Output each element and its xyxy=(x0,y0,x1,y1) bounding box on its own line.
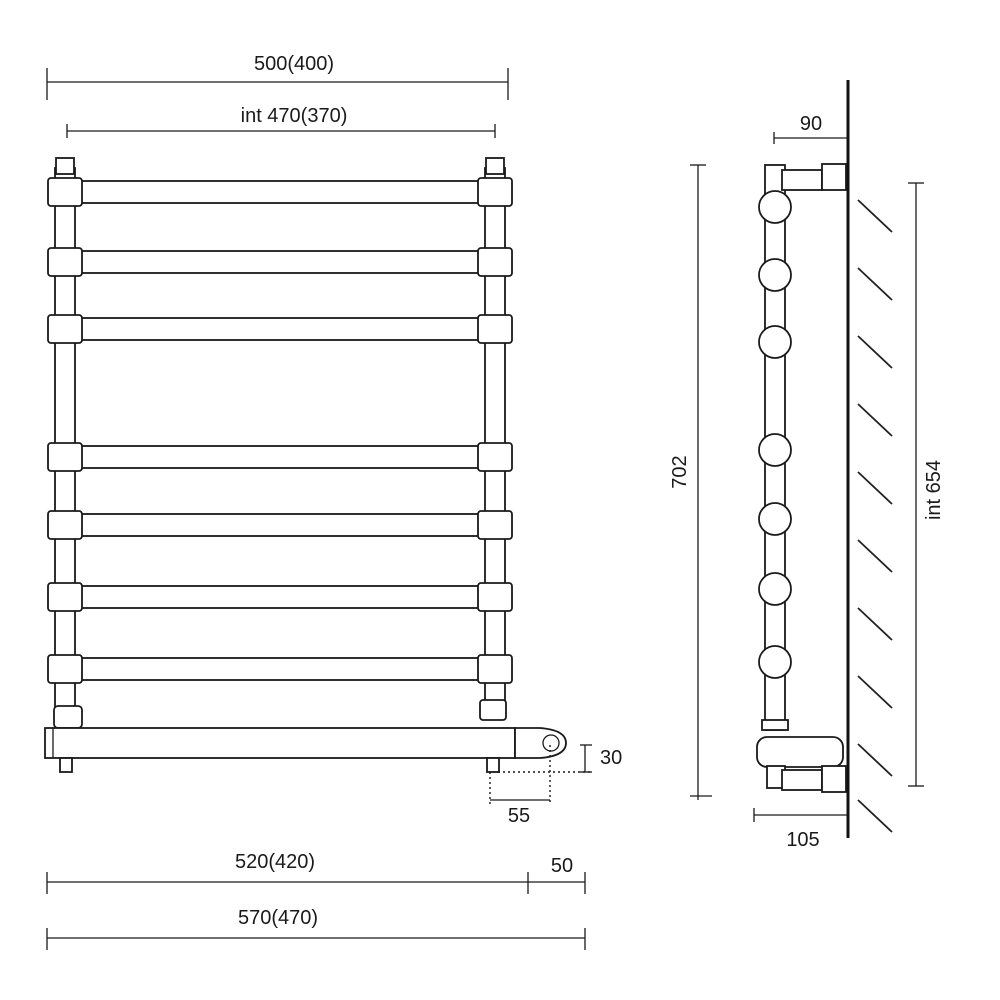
base-width-label: 520(420) xyxy=(235,851,315,873)
right-cap xyxy=(485,157,505,175)
wall-hatching xyxy=(857,199,893,833)
bottom-bracket xyxy=(781,769,823,791)
radiator-side xyxy=(756,163,847,793)
top-bracket-mount xyxy=(821,163,847,191)
left-bottom-connector xyxy=(53,705,83,729)
bottom-ring xyxy=(761,719,789,731)
bars xyxy=(47,177,513,684)
front-view: 500(400) int 470(370) xyxy=(44,53,622,950)
left-foot xyxy=(59,757,73,773)
bottom-bracket-mount xyxy=(821,765,847,793)
right-foot xyxy=(486,757,500,773)
dimension-bottom-depth: 105 xyxy=(753,808,848,851)
bar-5 xyxy=(47,510,513,540)
left-cap xyxy=(55,157,75,175)
side-base-tube xyxy=(756,736,844,768)
dimension-internal-width: int 470(370) xyxy=(66,105,496,138)
height-label: 702 xyxy=(669,455,691,488)
wall-offset-label: 90 xyxy=(800,113,822,135)
valve-extension-label: 50 xyxy=(551,855,573,877)
bar-3 xyxy=(47,314,513,344)
internal-width-label: int 470(370) xyxy=(241,105,348,127)
bar-1 xyxy=(47,177,513,207)
valve-body xyxy=(514,727,567,759)
bar-2 xyxy=(47,247,513,277)
bar-7 xyxy=(47,654,513,684)
bottom-depth-label: 105 xyxy=(786,829,819,851)
dimension-height: 702 xyxy=(669,164,712,800)
dimension-internal-height: int 654 xyxy=(908,182,945,787)
side-view: 90 702 int 654 xyxy=(669,80,945,851)
right-bottom-connector xyxy=(479,699,507,721)
dimension-base-width: 520(420) 50 xyxy=(46,851,586,894)
base-tube xyxy=(44,727,567,773)
dimension-wall-offset: 90 xyxy=(773,113,848,144)
bar-6 xyxy=(47,582,513,612)
dimension-overall-width: 500(400) xyxy=(46,53,509,100)
bar-4 xyxy=(47,442,513,472)
valve-dimension-guides xyxy=(489,744,592,805)
valve-height-label: 30 xyxy=(600,747,622,769)
valve-depth-label: 55 xyxy=(508,805,530,827)
top-bracket xyxy=(781,169,823,191)
internal-height-label: int 654 xyxy=(923,460,945,520)
total-width-label: 570(470) xyxy=(238,907,318,929)
overall-width-label: 500(400) xyxy=(254,53,334,75)
radiator-front: 30 55 xyxy=(44,157,622,827)
dimension-total-width: 570(470) xyxy=(46,907,586,950)
